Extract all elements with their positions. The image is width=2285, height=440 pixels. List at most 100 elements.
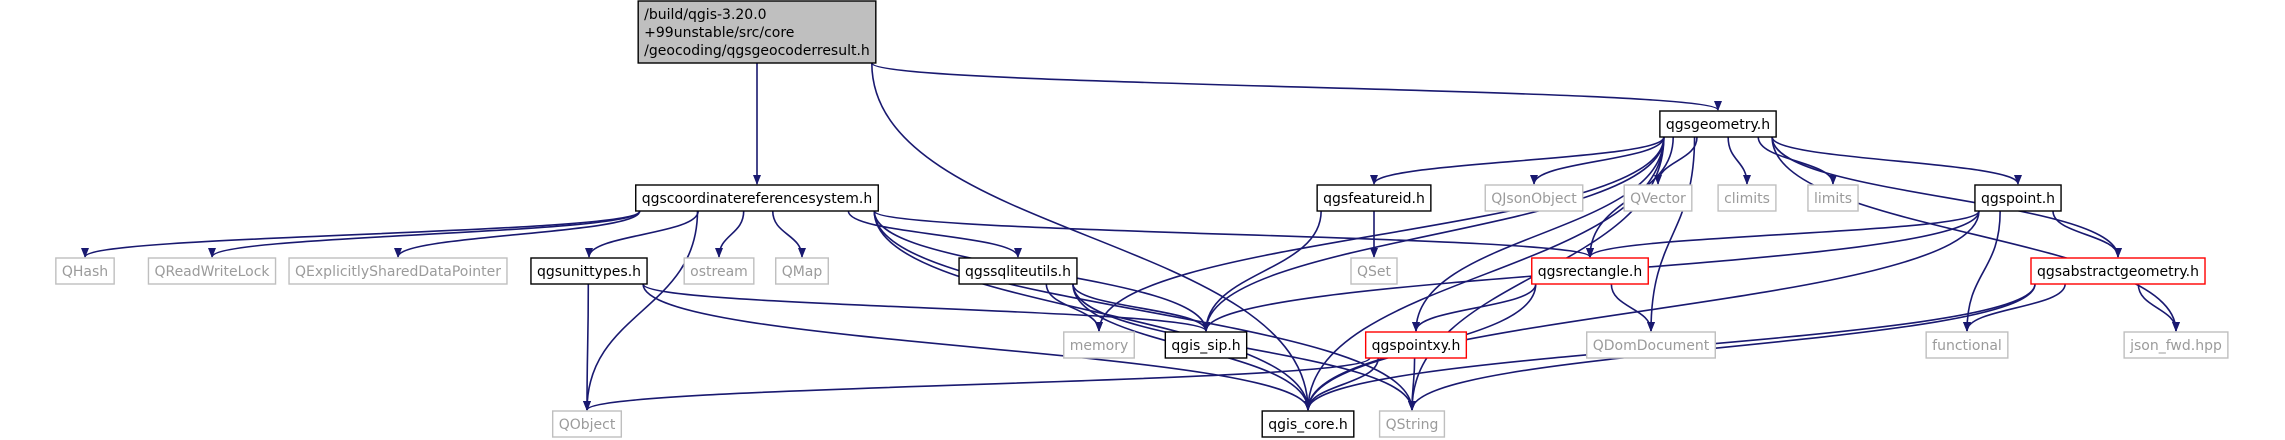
edge-qgsrectangle-to-qgspointxy: [1412, 283, 1537, 332]
node-label: QJsonObject: [1491, 191, 1577, 207]
node-label: qgspointxy.h: [1372, 338, 1461, 354]
edge-qgscrs-to-qgssqliteutils: [847, 210, 1022, 258]
node-ostream[interactable]: ostream: [683, 257, 755, 285]
node-box: [775, 257, 829, 285]
node-box: [635, 184, 879, 212]
node-qgsgeometry[interactable]: qgsgeometry.h: [1659, 110, 1777, 138]
node-box: [147, 257, 277, 285]
edge-qgscrs-to-qgsrectangle: [873, 210, 1594, 258]
node-label: qgssqliteutils.h: [965, 264, 1071, 280]
edge-qgsgeometry-to-qvector: [1654, 136, 1698, 185]
edge-qgspointxy-to-qobject: [583, 357, 1371, 411]
node-qreadwritelock[interactable]: QReadWriteLock: [147, 257, 277, 285]
node-box: [1484, 184, 1584, 212]
node-box: [1364, 331, 1468, 359]
node-label: QString: [1386, 417, 1439, 433]
node-label: QObject: [559, 417, 616, 433]
node-qgsfeatureid[interactable]: qgsfeatureid.h: [1316, 184, 1432, 212]
node-box: [288, 257, 508, 285]
node-memory[interactable]: memory: [1063, 331, 1135, 359]
node-label: qgsgeometry.h: [1666, 117, 1770, 133]
node-label: qgsfeatureid.h: [1323, 191, 1425, 207]
node-label: qgsunittypes.h: [537, 264, 641, 280]
node-label: functional: [1932, 338, 2002, 354]
node-box: [551, 410, 623, 438]
edge-qgsgeometry-to-qdomdocument: [1647, 136, 1696, 332]
node-qjsonobject[interactable]: QJsonObject: [1484, 184, 1584, 212]
node-qgsabstractgeometry[interactable]: qgsabstractgeometry.h: [2030, 257, 2206, 285]
node-box: [2123, 331, 2229, 359]
node-label: qgscoordinatereferencesystem.h: [642, 191, 873, 207]
node-label: qgsrectangle.h: [1538, 264, 1642, 280]
edge-qgspoint-to-qgsabstractgeometry: [2052, 210, 2122, 258]
edge-qgspoint-to-functional: [1963, 210, 2001, 332]
node-box: [683, 257, 755, 285]
node-qgsunittypes[interactable]: qgsunittypes.h: [530, 257, 648, 285]
edge-qgsgeometry-to-qjsonobject: [1530, 136, 1665, 185]
node-box: [1623, 184, 1693, 212]
node-limits[interactable]: limits: [1807, 184, 1859, 212]
node-qvector[interactable]: QVector: [1623, 184, 1693, 212]
node-qset[interactable]: QSet: [1350, 257, 1398, 285]
node-label: limits: [1814, 191, 1852, 207]
node-label: ostream: [690, 264, 748, 280]
node-qgspoint[interactable]: qgspoint.h: [1974, 184, 2062, 212]
node-label: QReadWriteLock: [154, 264, 270, 280]
node-box: [1659, 110, 1777, 138]
node-box: [1925, 331, 2009, 359]
node-climits[interactable]: climits: [1717, 184, 1777, 212]
edge-qgsunittypes-to-qgis_core: [642, 283, 1312, 411]
node-box: [1316, 184, 1432, 212]
edge-qgsunittypes-to-qgis_sip: [642, 283, 1210, 332]
node-qstring[interactable]: QString: [1378, 410, 1446, 438]
node-qdomdocument[interactable]: QDomDocument: [1586, 331, 1716, 359]
edge-root-to-qgis_core: [871, 62, 1312, 411]
node-label: QDomDocument: [1593, 338, 1710, 354]
node-box: [1164, 331, 1248, 359]
node-qmap[interactable]: QMap: [775, 257, 829, 285]
edge-qgsgeometry-to-qgspoint: [1771, 136, 2022, 185]
node-label: QHash: [62, 264, 108, 280]
node-label: qgis_sip.h: [1171, 338, 1240, 354]
edge-qgsgeometry-to-qgspointxy: [1412, 136, 1665, 332]
node-box: [1378, 410, 1446, 438]
edge-qgsfeatureid-to-qgis_sip: [1202, 210, 1322, 332]
edge-qgssqliteutils-to-memory: [1045, 283, 1103, 332]
node-box: [1531, 257, 1649, 285]
edge-qgsgeometry-to-climits: [1727, 136, 1751, 185]
edge-qgspointxy-to-qstring: [1408, 357, 1417, 411]
node-box: [2030, 257, 2206, 285]
edge-qgsrectangle-to-qdomdocument: [1610, 283, 1655, 332]
edge-qgsgeometry-to-qgsabstractgeometry: [1771, 136, 2122, 258]
node-qgscrs[interactable]: qgscoordinatereferencesystem.h: [635, 184, 879, 212]
edge-qgspoint-to-qgsrectangle: [1586, 210, 1980, 258]
edge-qgscrs-to-qstring: [873, 210, 1416, 411]
node-qgspointxy[interactable]: qgspointxy.h: [1364, 331, 1468, 359]
node-qgsrectangle[interactable]: qgsrectangle.h: [1531, 257, 1649, 285]
node-box: [55, 257, 115, 285]
node-qhash[interactable]: QHash: [55, 257, 115, 285]
edge-qgsgeometry-to-qgsfeatureid: [1370, 136, 1665, 185]
node-label: QExplicitlySharedDataPointer: [295, 264, 501, 280]
edge-qgscrs-to-qhash: [81, 210, 641, 258]
node-label: QSet: [1357, 264, 1392, 280]
edge-qgsabstractgeometry-to-json_fwd: [2137, 283, 2180, 332]
node-root[interactable]: /build/qgis-3.20.0+99unstable/src/core/g…: [637, 0, 877, 64]
edge-qgsgeometry-to-qgis_sip: [1202, 136, 1665, 332]
node-label: memory: [1070, 338, 1129, 354]
edge-qgsgeometry-to-memory: [1095, 136, 1665, 332]
node-qgis_sip[interactable]: qgis_sip.h: [1164, 331, 1248, 359]
node-functional[interactable]: functional: [1925, 331, 2009, 359]
node-qgssqliteutils[interactable]: qgssqliteutils.h: [958, 257, 1078, 285]
node-qgis_core[interactable]: qgis_core.h: [1261, 410, 1355, 438]
edge-qgssqliteutils-to-qgis_sip: [1072, 283, 1210, 332]
edge-qgsgeometry-to-limits: [1757, 136, 1837, 185]
edge-qgsgeometry-to-json_fwd: [1771, 136, 2180, 332]
node-qexplicit[interactable]: QExplicitlySharedDataPointer: [288, 257, 508, 285]
node-json_fwd[interactable]: json_fwd.hpp: [2123, 331, 2229, 359]
node-box: [1063, 331, 1135, 359]
node-qobject[interactable]: QObject: [551, 410, 623, 438]
edge-qgscrs-to-qexplicit: [394, 210, 641, 258]
edge-qgscrs-to-qreadwritelock: [208, 210, 641, 258]
node-label: QVector: [1630, 191, 1686, 207]
